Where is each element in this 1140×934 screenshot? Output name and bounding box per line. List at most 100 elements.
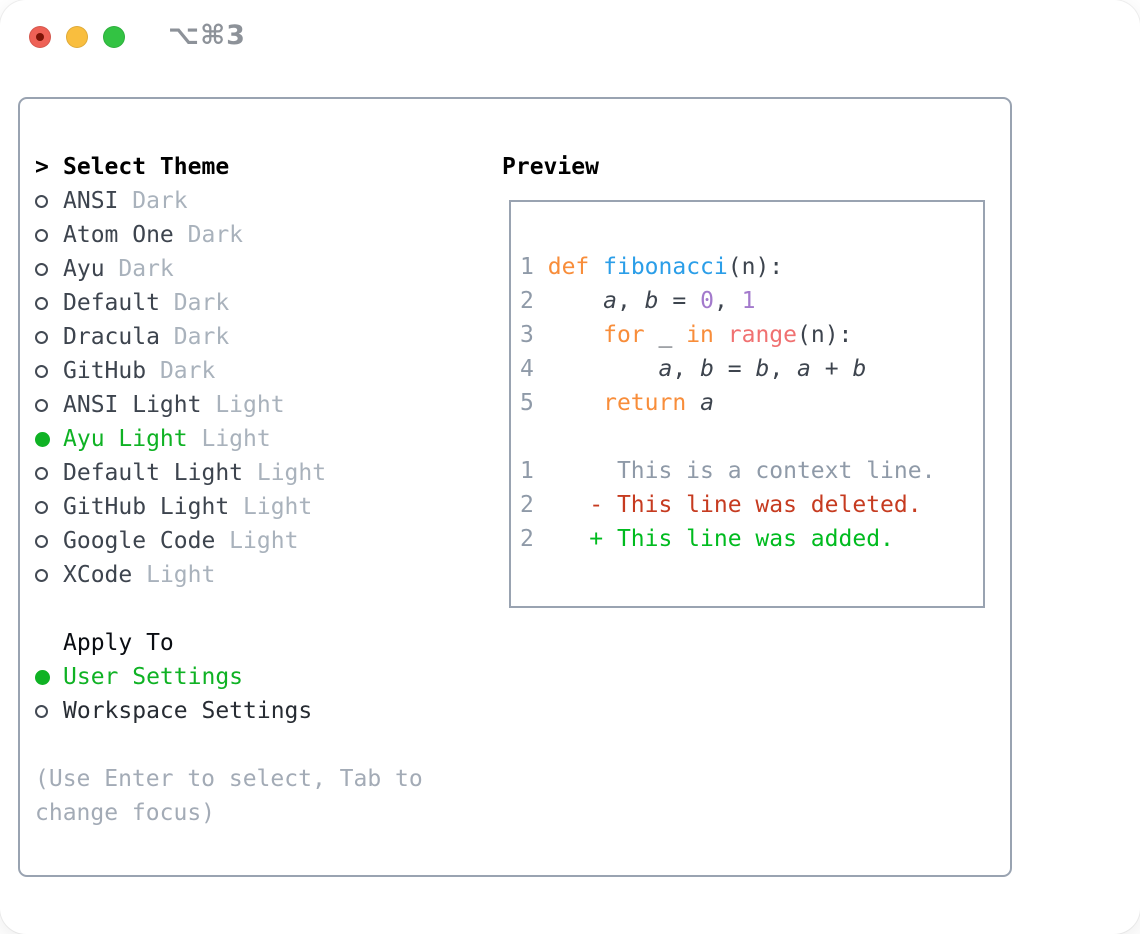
theme-option-label: Ayu Light Light [63,422,271,456]
theme-name: Default Light [63,460,244,486]
theme-option-ansi-light-light[interactable]: ANSI Light Light [35,388,423,422]
line-number: 2 [520,288,534,314]
radio-ring [35,398,48,412]
theme-option-ayu-light-light[interactable]: Ayu Light Light [35,422,423,456]
code-token: a [603,288,617,314]
code-token [548,322,603,348]
apply-option-label: User Settings [63,664,244,690]
theme-variant: Dark [146,358,216,384]
radio-icon [35,490,63,524]
radio-dot [35,431,50,447]
theme-variant: Dark [104,256,174,282]
theme-name: XCode [63,562,133,588]
code-token: a [658,356,673,382]
apply-option-label: Workspace Settings [63,698,313,724]
radio-ring [35,466,48,480]
theme-option-atom-one-dark[interactable]: Atom One Dark [35,218,423,252]
diff-line-del: 2 - This line was deleted. [520,488,983,522]
theme-variant: Dark [159,324,230,350]
code-token: + [810,356,853,382]
preview-title: Preview [502,154,599,180]
apply-to-title: Apply To [63,630,174,656]
code-token: (n): [797,322,853,348]
code-token: for [603,322,645,348]
code-token: _ [644,322,687,348]
diff-line-add: 2 + This line was added. [520,522,983,556]
theme-option-label: Atom One Dark [63,218,243,252]
theme-name: ANSI [63,188,119,214]
code-line: 5 return a [520,386,983,420]
radio-ring [35,228,48,242]
apply-option-workspace-settings[interactable]: Workspace Settings [35,694,423,728]
code-token: (n): [727,254,784,280]
code-token: 1 [741,288,756,314]
line-number: 2 [520,492,534,518]
minimize-button[interactable] [66,26,88,48]
close-button[interactable] [29,26,51,48]
apply-to-header: Apply To [35,626,423,660]
theme-variant: Light [201,392,285,418]
line-number: 2 [520,526,534,552]
theme-option-default-dark[interactable]: Default Dark [35,286,423,320]
theme-option-label: ANSI Light Light [63,388,285,422]
zoom-button[interactable] [103,26,125,48]
theme-option-google-code-light[interactable]: Google Code Light [35,524,423,558]
radio-icon [35,694,63,728]
theme-option-ansi-dark[interactable]: ANSI Dark [35,184,423,218]
code-line: 1 def fibonacci(n): [520,250,983,284]
radio-selected-icon [35,660,63,694]
theme-name: Default [63,290,160,316]
code-token: , [769,356,798,382]
code-line: 4 a, b = b, a + b [520,352,983,386]
radio-icon [35,252,63,286]
code-token [589,254,603,280]
code-token: a [700,390,714,416]
code-token [714,322,728,348]
apply-option-user-settings[interactable]: User Settings [35,660,423,694]
radio-icon [35,286,63,320]
theme-option-dracula-dark[interactable]: Dracula Dark [35,320,423,354]
line-number: 4 [520,356,534,382]
line-number: 5 [520,390,534,416]
theme-name: Dracula [63,324,160,350]
theme-option-label: Ayu Dark [63,252,174,286]
line-number: 3 [520,322,534,348]
radio-ring [35,364,48,378]
code-token: = [713,356,756,382]
theme-option-xcode-light[interactable]: XCode Light [35,558,423,592]
theme-option-ayu-dark[interactable]: Ayu Dark [35,252,423,286]
radio-icon [35,388,63,422]
theme-variant: Light [215,528,299,554]
radio-icon [35,184,63,218]
code-token: range [727,322,798,348]
theme-option-label: Default Dark [63,286,229,320]
theme-option-github-dark[interactable]: GitHub Dark [35,354,423,388]
theme-option-github-light-light[interactable]: GitHub Light Light [35,490,423,524]
code-token: return [603,390,687,416]
theme-option-label: GitHub Light Light [63,490,312,524]
help-hint-line-1: (Use Enter to select, Tab to [35,766,423,792]
theme-name: GitHub [63,358,147,384]
theme-name: Google Code [63,528,216,554]
theme-option-default-light-light[interactable]: Default Light Light [35,456,423,490]
radio-icon [35,218,63,252]
theme-variant: Light [187,426,271,452]
select-theme-header: > Select Theme [35,150,423,184]
code-token: a [797,356,811,382]
theme-option-label: XCode Light [63,558,215,592]
radio-ring [35,262,48,276]
diff-text: + This line was added. [589,526,894,552]
theme-variant: Dark [173,222,244,248]
radio-dot [35,669,50,685]
code-token [548,356,659,382]
radio-ring [35,568,48,582]
radio-ring [35,296,48,310]
code-token: def [547,254,590,280]
